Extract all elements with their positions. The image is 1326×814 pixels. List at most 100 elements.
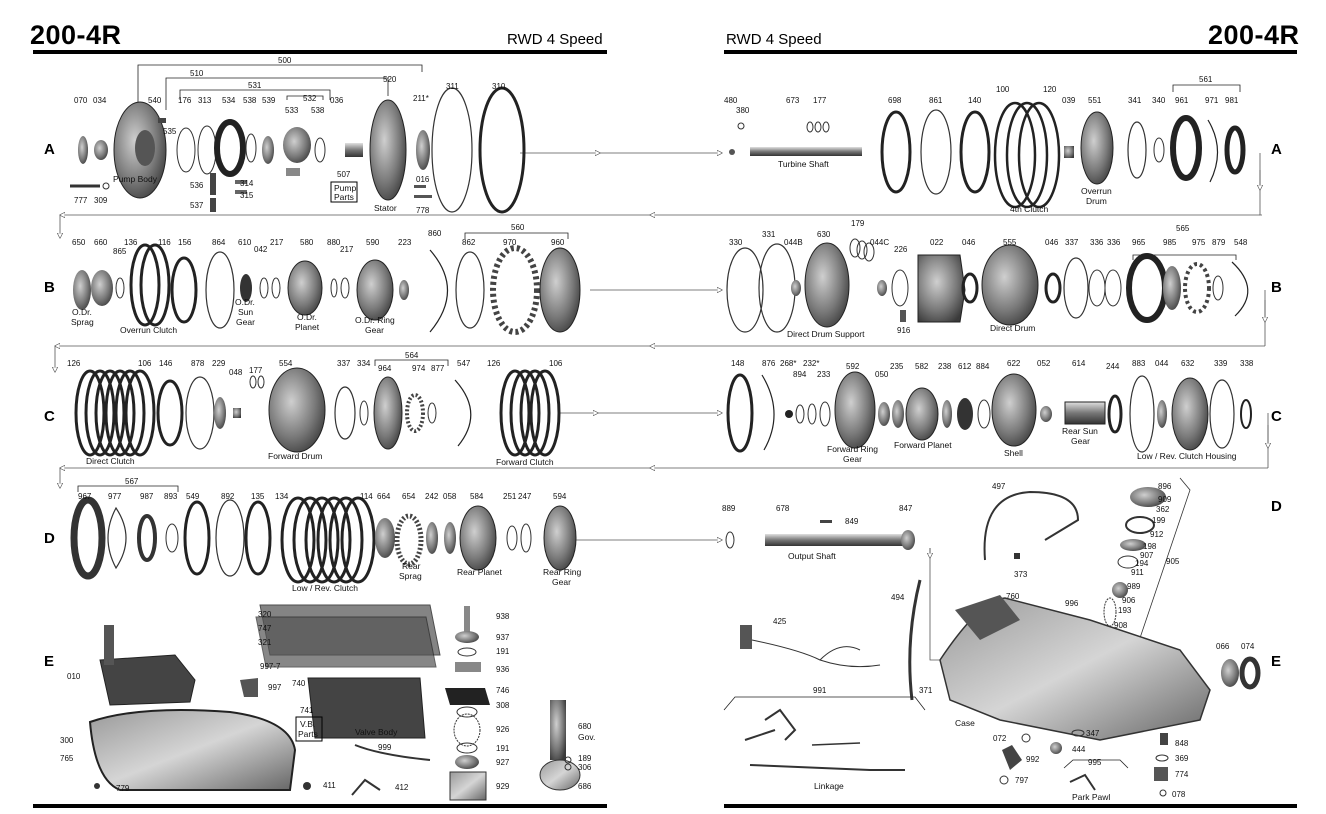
pn: 537	[190, 201, 204, 210]
pn: 244	[1106, 362, 1120, 371]
pn: 860	[428, 229, 442, 238]
pn: 686	[578, 782, 592, 791]
bottom-rule-left	[33, 804, 607, 808]
label: Parts	[298, 729, 318, 739]
pn: 974	[412, 364, 426, 373]
pn: 549	[186, 492, 200, 501]
label: V.B.	[300, 719, 315, 729]
row-letter-d-left: D	[44, 530, 55, 547]
pn: 584	[470, 492, 484, 501]
pn: 238	[938, 362, 952, 371]
pn: 960	[551, 238, 565, 247]
top-rule-left	[33, 50, 607, 54]
pn: 760	[1006, 592, 1020, 601]
row-d-right-parts	[725, 477, 1191, 701]
pn: 223	[398, 238, 412, 247]
pn: 044	[1155, 359, 1169, 368]
pn: 849	[845, 517, 859, 526]
pn: 309	[94, 196, 108, 205]
pn: 746	[496, 686, 510, 695]
label: Valve Body	[355, 727, 398, 737]
pn: 251	[503, 492, 517, 501]
label: Overrun Clutch	[120, 325, 177, 335]
pn: 909	[1158, 495, 1172, 504]
pn: 114	[360, 492, 373, 501]
pn: 547	[457, 359, 471, 368]
pn: 908	[1114, 621, 1128, 630]
label: Direct Clutch	[86, 456, 135, 466]
pn: 540	[148, 96, 162, 105]
pn: 989	[1127, 582, 1141, 591]
pn: 884	[976, 362, 990, 371]
pn: 961	[1175, 96, 1189, 105]
pn: 929	[496, 782, 510, 791]
pn: 369	[1175, 754, 1189, 763]
pn: 106	[549, 359, 563, 368]
pn: 538	[311, 106, 325, 115]
label: Gov.	[578, 732, 595, 742]
pn: 893	[164, 492, 178, 501]
pn: 232*	[803, 359, 819, 368]
pn: 340	[1152, 96, 1166, 105]
pn: 046	[962, 238, 976, 247]
pn: 078	[1172, 790, 1186, 799]
pn: 912	[1150, 530, 1164, 539]
pn: 156	[178, 238, 192, 247]
label: O.Dr.	[297, 312, 317, 322]
pn: 981	[1225, 96, 1239, 105]
pn: 338	[1240, 359, 1254, 368]
pn: 039	[1062, 96, 1076, 105]
pn: 880	[327, 238, 341, 247]
pn: 268*	[780, 359, 796, 368]
pn: 765	[60, 754, 74, 763]
bracket-567	[77, 485, 179, 492]
pn: 777	[74, 196, 88, 205]
pn: 594	[553, 492, 567, 501]
pn: 532	[303, 94, 317, 103]
pn: 336	[1107, 238, 1121, 247]
pn: 198	[1143, 542, 1157, 551]
label: Forward Drum	[268, 451, 322, 461]
row-e-left-parts	[88, 604, 581, 801]
label: Gear	[1071, 436, 1090, 446]
pn: 066	[1216, 642, 1230, 651]
row-letter-b-left: B	[44, 279, 55, 296]
label: Gear	[843, 454, 862, 464]
pn: 120	[1043, 85, 1057, 94]
label: Direct Drum Support	[787, 329, 865, 339]
pn: 500	[278, 56, 292, 65]
pn: 140	[968, 96, 982, 105]
pn: 510	[190, 69, 204, 78]
pn: 444	[1072, 745, 1086, 754]
pn: 177	[249, 366, 263, 375]
pn: 050	[875, 370, 889, 379]
flow-lines	[55, 153, 1268, 661]
pn: 892	[221, 492, 235, 501]
label: Rear Sun	[1062, 426, 1098, 436]
pn: 412	[395, 783, 409, 792]
page-title-left: 200-4R	[30, 20, 122, 50]
pn: 926	[496, 725, 510, 734]
pn: 148	[731, 359, 745, 368]
pn: 894	[793, 370, 807, 379]
pn: 864	[212, 238, 226, 247]
pn: 964	[378, 364, 392, 373]
pn: 698	[888, 96, 902, 105]
pn: 555	[1003, 238, 1017, 247]
label: Low / Rev. Clutch Housing	[1137, 451, 1237, 461]
pn: 664	[377, 492, 391, 501]
pn: 878	[191, 359, 205, 368]
pn: 612	[958, 362, 972, 371]
pn: 337	[1065, 238, 1079, 247]
label: Rear Planet	[457, 567, 503, 577]
pn: 189	[578, 754, 592, 763]
pn: 042	[254, 245, 268, 254]
pn: 334	[357, 359, 371, 368]
pn: 341	[1128, 96, 1142, 105]
pn: 176	[178, 96, 192, 105]
pn: 865	[113, 247, 127, 256]
pn: 146	[159, 359, 173, 368]
pn: 306	[578, 763, 592, 772]
subtitle-right: RWD 4 Speed	[726, 31, 822, 48]
row-c-left-parts	[74, 367, 561, 457]
